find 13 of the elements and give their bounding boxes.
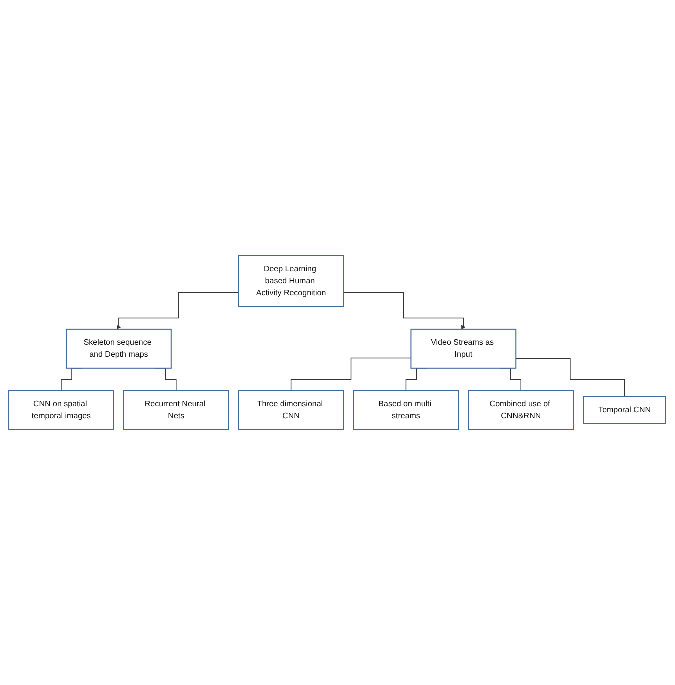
node-box [238, 390, 344, 430]
node-box [583, 396, 666, 424]
node-box [353, 390, 460, 430]
arrow [343, 292, 466, 330]
node-box [238, 255, 344, 308]
connector [516, 358, 626, 397]
connector [290, 357, 412, 391]
node-box [468, 390, 574, 430]
node-box [8, 390, 114, 430]
node-box [66, 328, 172, 368]
node-box [410, 328, 517, 368]
arrow [116, 292, 240, 330]
node-box [123, 390, 230, 430]
